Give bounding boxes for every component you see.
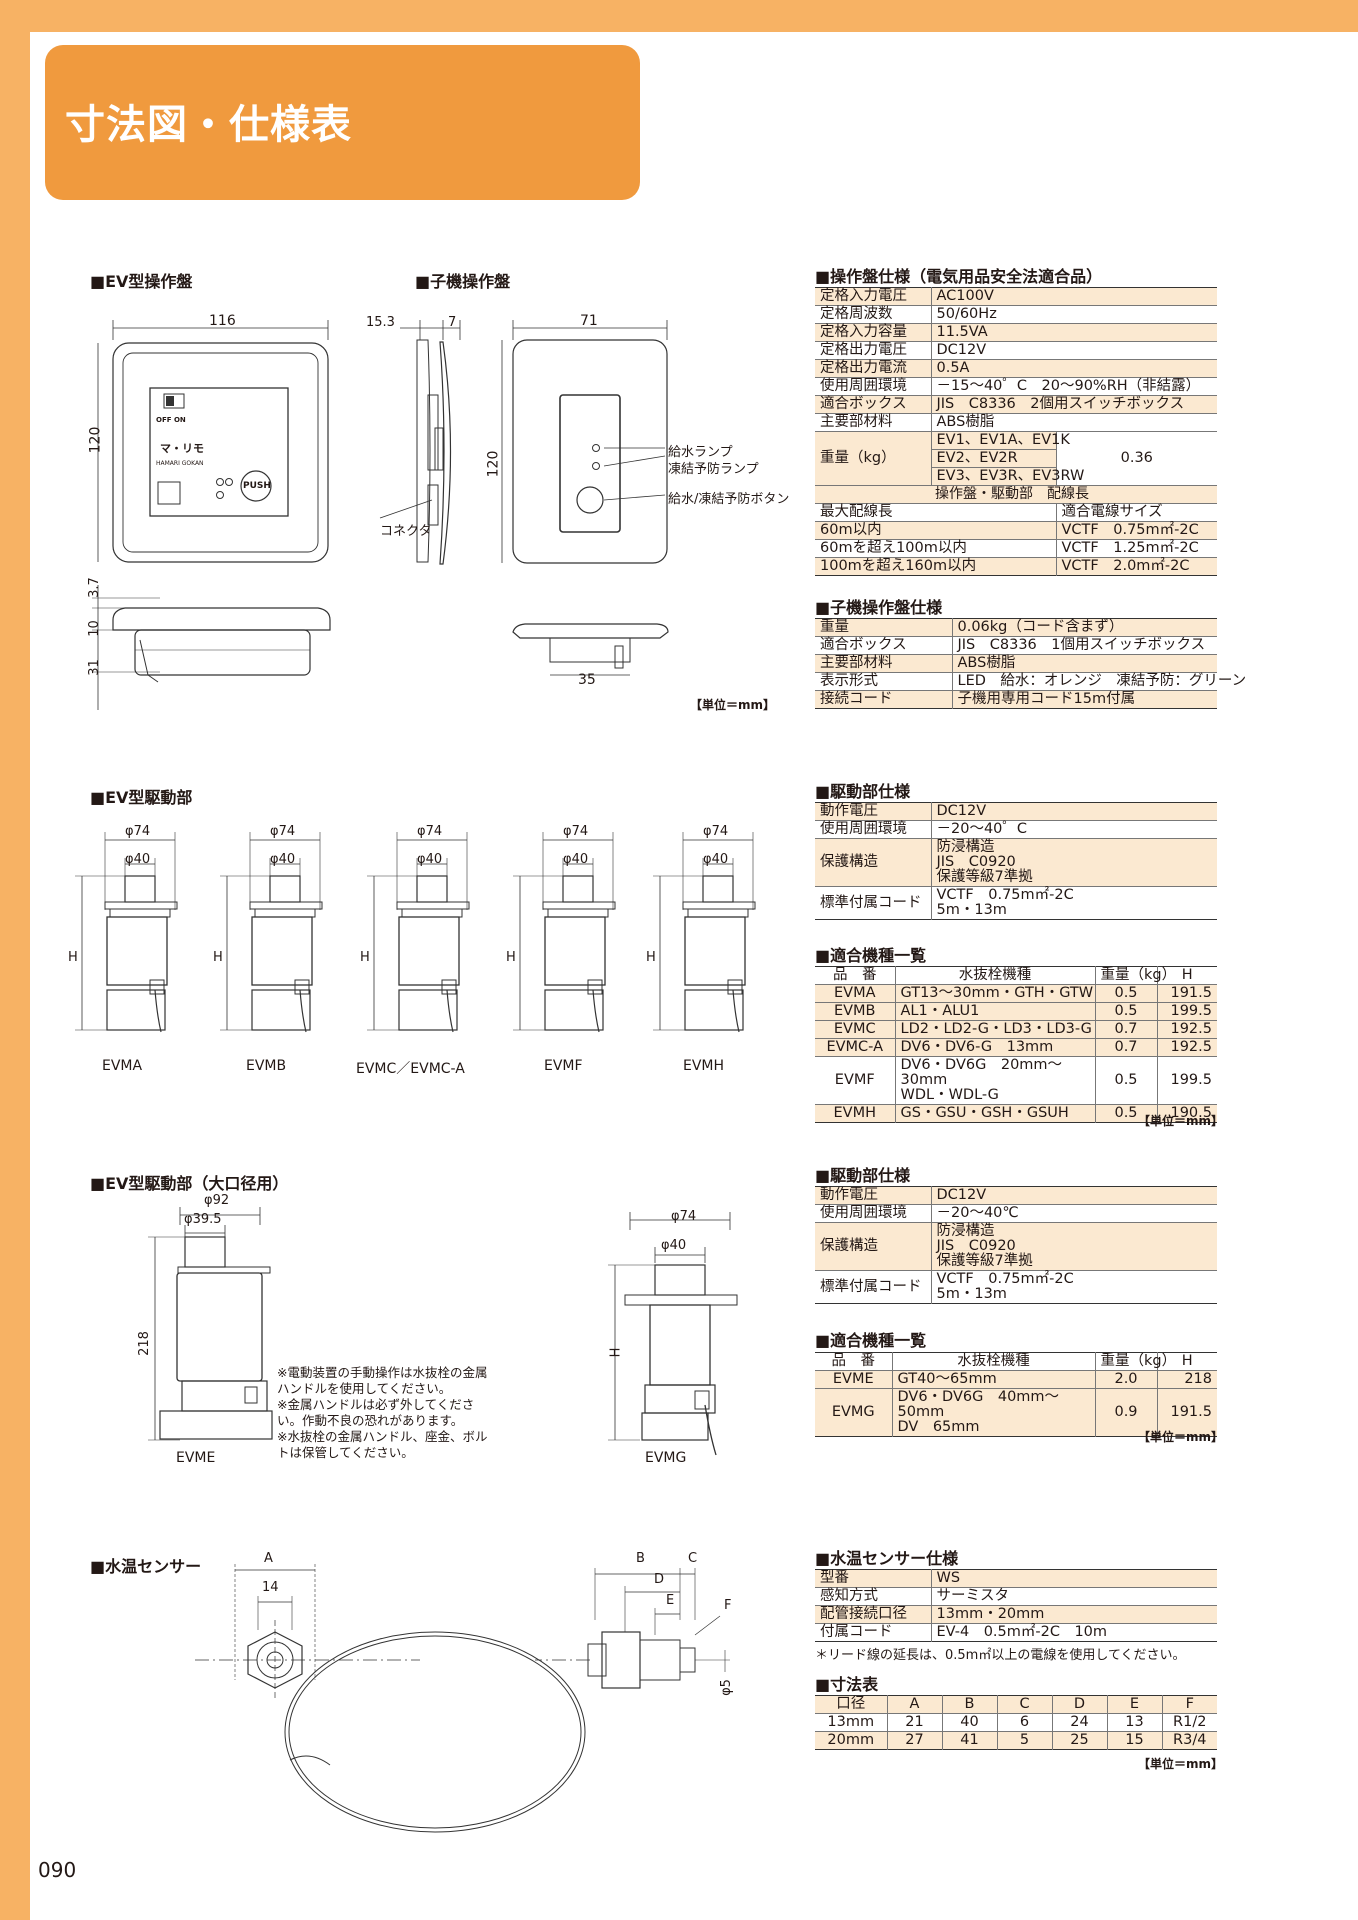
- sensor-label-d: D: [654, 1572, 665, 1587]
- drive-model-2: EVMC／EVMC-A: [356, 1061, 465, 1077]
- child-depth-dim: 35: [578, 672, 596, 688]
- child-panel-heading: ■子機操作盤: [415, 272, 511, 291]
- models2-unit: 【単位＝mm】: [1138, 1430, 1224, 1444]
- drive-phi74-3: φ74: [563, 824, 589, 839]
- sensor-label-phi5: φ5: [718, 1679, 734, 1696]
- drive-model-3: EVMF: [544, 1058, 583, 1074]
- large-h218: 218: [136, 1331, 152, 1356]
- title-box: [45, 45, 640, 200]
- evmg-phi40: φ40: [661, 1238, 687, 1253]
- drive-h-1: H: [213, 950, 223, 965]
- models-unit: 【単位＝mm】: [1138, 1114, 1224, 1128]
- large-phi395: φ39.5: [184, 1212, 222, 1227]
- ev-panel-drawing: [92, 320, 331, 710]
- drive-spec-heading: ■駆動部仕様: [815, 782, 911, 801]
- frame-left-band: [0, 0, 30, 1920]
- model-evmg: EVMG: [645, 1450, 687, 1466]
- drive-phi40-1: φ40: [270, 852, 296, 867]
- sensor-label-f: F: [724, 1598, 732, 1613]
- drive-spec2-heading: ■駆動部仕様: [815, 1166, 911, 1185]
- dims-unit: 【単位＝mm】: [1138, 1757, 1224, 1771]
- page-number: 090: [38, 1858, 77, 1882]
- sensor-label-e: E: [666, 1593, 675, 1608]
- drive-model-0: EVMA: [102, 1058, 143, 1074]
- drive-phi74-0: φ74: [125, 824, 151, 839]
- large-notes: ※電動装置の手動操作は水抜栓の金属ハンドルを使用してください。 ※金属ハンドルは…: [277, 1365, 488, 1460]
- large-phi92: φ92: [204, 1193, 230, 1208]
- frame-top-band: [0, 0, 1358, 32]
- sensor-spec-heading: ■水温センサー仕様: [815, 1549, 959, 1568]
- drive-h-0: H: [68, 950, 78, 965]
- drive-phi40-2: φ40: [417, 852, 443, 867]
- child-dim-a: 15.3: [366, 315, 395, 330]
- panel-spec-heading: ■操作盤仕様（電気用品安全法適合品）: [815, 267, 1103, 286]
- sensor-label-a: A: [264, 1551, 273, 1566]
- connector-callout: コネクタ: [380, 524, 432, 539]
- water-lamp-callout: 給水ランプ: [668, 445, 733, 460]
- drive-h-4: H: [646, 950, 656, 965]
- drive-h-3: H: [506, 950, 516, 965]
- child-spec-heading: ■子機操作盤仕様: [815, 598, 943, 617]
- child-panel-drawing: [379, 320, 669, 676]
- models2-heading: ■適合機種一覧: [815, 1331, 927, 1350]
- drive-large-heading: ■EV型駆動部（大口径用）: [90, 1174, 289, 1193]
- ev-height-dim: 120: [87, 426, 104, 454]
- drive-phi74-2: φ74: [417, 824, 443, 839]
- drive-phi74-4: φ74: [703, 824, 729, 839]
- drive-model-4: EVMH: [683, 1058, 725, 1074]
- evmg-phi74: φ74: [671, 1209, 697, 1224]
- evmg-h: H: [608, 1347, 624, 1358]
- sensor-label-b: B: [636, 1551, 645, 1566]
- ev-panel-brand: マ・リモ: [160, 442, 204, 455]
- drive-phi74-1: φ74: [270, 824, 296, 839]
- ev-d2-dim: 10: [86, 620, 102, 637]
- sensor-note: ＊リード線の延長は、0.5m㎡以上の電線を使用してください。: [815, 1648, 1186, 1663]
- drive-phi40-0: φ40: [125, 852, 151, 867]
- child-width-dim: 71: [580, 313, 598, 329]
- ev-d1-dim: 3.7: [86, 577, 102, 598]
- ev-panel-push: PUSH: [243, 481, 271, 491]
- dims-heading: ■寸法表: [815, 1675, 879, 1694]
- sensor-drawing: [195, 1564, 730, 1833]
- ev-panel-heading: ■EV型操作盤: [90, 272, 193, 291]
- drive-model-1: EVMB: [246, 1058, 287, 1074]
- model-evme: EVME: [176, 1450, 216, 1466]
- ev-d3-dim: 31: [86, 659, 102, 676]
- drive-heading: ■EV型駆動部: [90, 788, 193, 807]
- button-callout: 給水/凍結予防ボタン: [668, 492, 790, 507]
- sensor-label-c: C: [688, 1551, 698, 1566]
- sensor-heading: ■水温センサー: [90, 1557, 202, 1576]
- drive-phi40-4: φ40: [703, 852, 729, 867]
- child-dim-b: 7: [448, 315, 457, 330]
- drive-h-2: H: [360, 950, 370, 965]
- drive-phi40-3: φ40: [563, 852, 589, 867]
- models-heading: ■適合機種一覧: [815, 946, 927, 965]
- freeze-lamp-callout: 凍結予防ランプ: [668, 462, 759, 477]
- drive-drawings: [75, 832, 756, 1033]
- drive-large-drawings: [148, 1207, 738, 1456]
- sensor-label-14: 14: [262, 1580, 279, 1595]
- ev-panel-onoff: OFF ON: [156, 416, 186, 424]
- page-title: 寸法図・仕様表: [65, 102, 352, 148]
- ev-panel-company: HAMARI GOKAN: [156, 460, 204, 467]
- ev-width-dim: 116: [209, 313, 236, 329]
- child-unit: 【単位＝mm】: [690, 698, 776, 712]
- child-height-dim: 120: [485, 450, 502, 478]
